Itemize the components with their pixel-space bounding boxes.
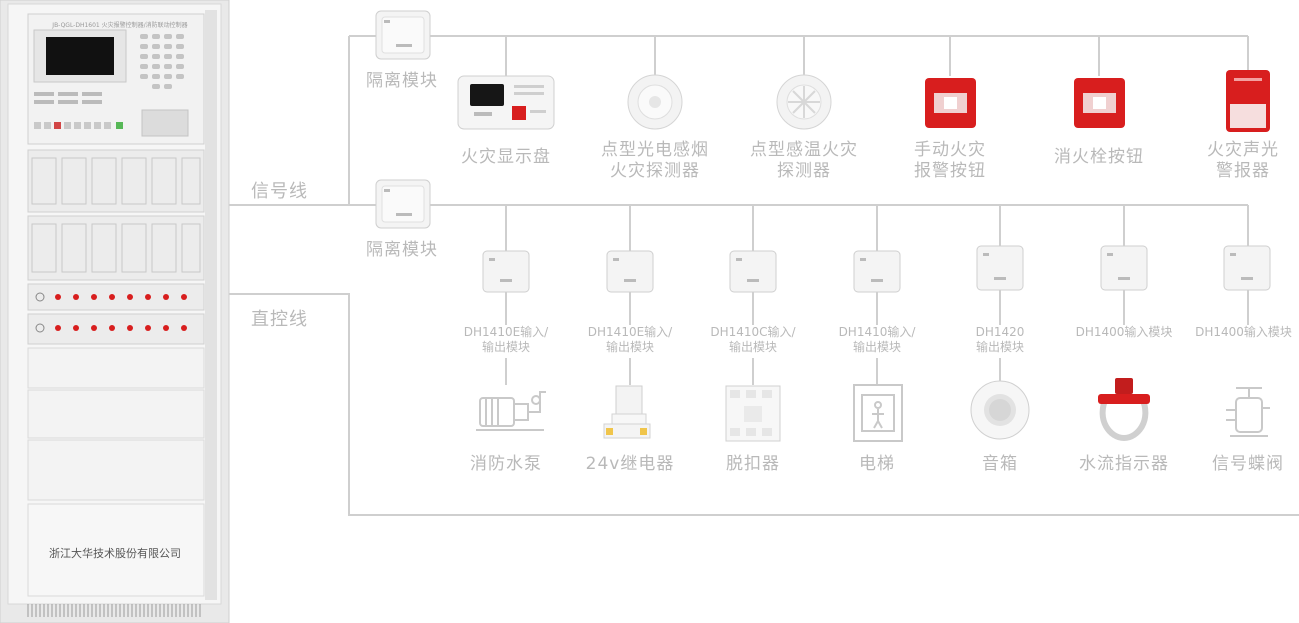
connection-lines <box>229 35 1299 516</box>
vent-grille <box>27 604 201 617</box>
io-module <box>976 245 1024 291</box>
module-label: DH1400输入模块 <box>1195 325 1292 339</box>
keypad <box>140 34 184 89</box>
direct-control-line-label: 直控线 <box>251 309 308 330</box>
module-label: DH1410E输入/输出模块 <box>463 325 549 354</box>
top-device-label: 点型感温火灾探测器 <box>750 140 858 181</box>
top-device-label: 火灾声光警报器 <box>1207 140 1279 181</box>
field-device-label: 电梯 <box>859 454 895 474</box>
fire-pump-icon <box>476 391 546 431</box>
bus-panel-leds <box>31 157 201 273</box>
field-device-label: 音箱 <box>982 454 1018 474</box>
io-module <box>482 250 530 293</box>
function-keys <box>34 122 123 129</box>
isolation-module <box>375 179 431 229</box>
manufacturer-name: 浙江大华技术股份有限公司 <box>49 547 181 560</box>
module-label: DH1400输入模块 <box>1075 325 1173 339</box>
direct-control-panel <box>27 283 205 345</box>
io-module <box>606 250 654 293</box>
io-module <box>1100 245 1148 291</box>
module-label: DH1410E输入/输出模块 <box>587 325 673 354</box>
speaker-icon <box>970 380 1030 440</box>
field-device-label: 消防水泵 <box>470 454 542 474</box>
lcd-screen <box>46 37 114 75</box>
io-module <box>853 250 901 293</box>
io-module <box>1223 245 1271 291</box>
hydrant-button <box>1074 78 1125 128</box>
printer <box>141 109 189 137</box>
io-module <box>729 250 777 293</box>
water-flow-indicator-icon <box>1098 378 1150 442</box>
field-device-label: 24v继电器 <box>585 454 675 474</box>
indicator-row <box>34 92 102 104</box>
signal-line-label: 信号线 <box>251 181 308 202</box>
field-device-label: 脱扣器 <box>726 454 780 474</box>
sound-light-alarm <box>1226 70 1270 132</box>
isolator-label: 隔离模块 <box>366 240 438 260</box>
relay-icon <box>603 385 651 439</box>
fire-display-panel <box>457 75 555 130</box>
cabinet-title: JB-QGL-DH1601 火灾报警控制器/消防联动控制器 <box>52 22 188 29</box>
isolation-module <box>375 10 431 60</box>
module-label: DH1410输入/输出模块 <box>838 325 916 354</box>
circuit-breaker-icon <box>725 385 781 442</box>
field-device-label: 信号蝶阀 <box>1212 454 1284 474</box>
signal-valve-icon <box>1226 387 1270 437</box>
top-device-label: 点型光电感烟火灾探测器 <box>601 140 709 181</box>
field-device-label: 水流指示器 <box>1079 454 1169 474</box>
elevator-icon <box>853 384 903 442</box>
manual-alarm-button <box>925 78 976 128</box>
module-label: DH1410C输入/输出模块 <box>710 325 796 354</box>
fire-alarm-controller-cabinet <box>0 0 230 623</box>
top-device-label: 手动火灾报警按钮 <box>914 140 986 181</box>
top-device-label: 火灾显示盘 <box>461 147 551 167</box>
top-device-label: 消火栓按钮 <box>1054 147 1144 167</box>
heat-detector <box>776 74 832 130</box>
isolator-label: 隔离模块 <box>366 71 438 91</box>
smoke-detector <box>627 74 683 130</box>
